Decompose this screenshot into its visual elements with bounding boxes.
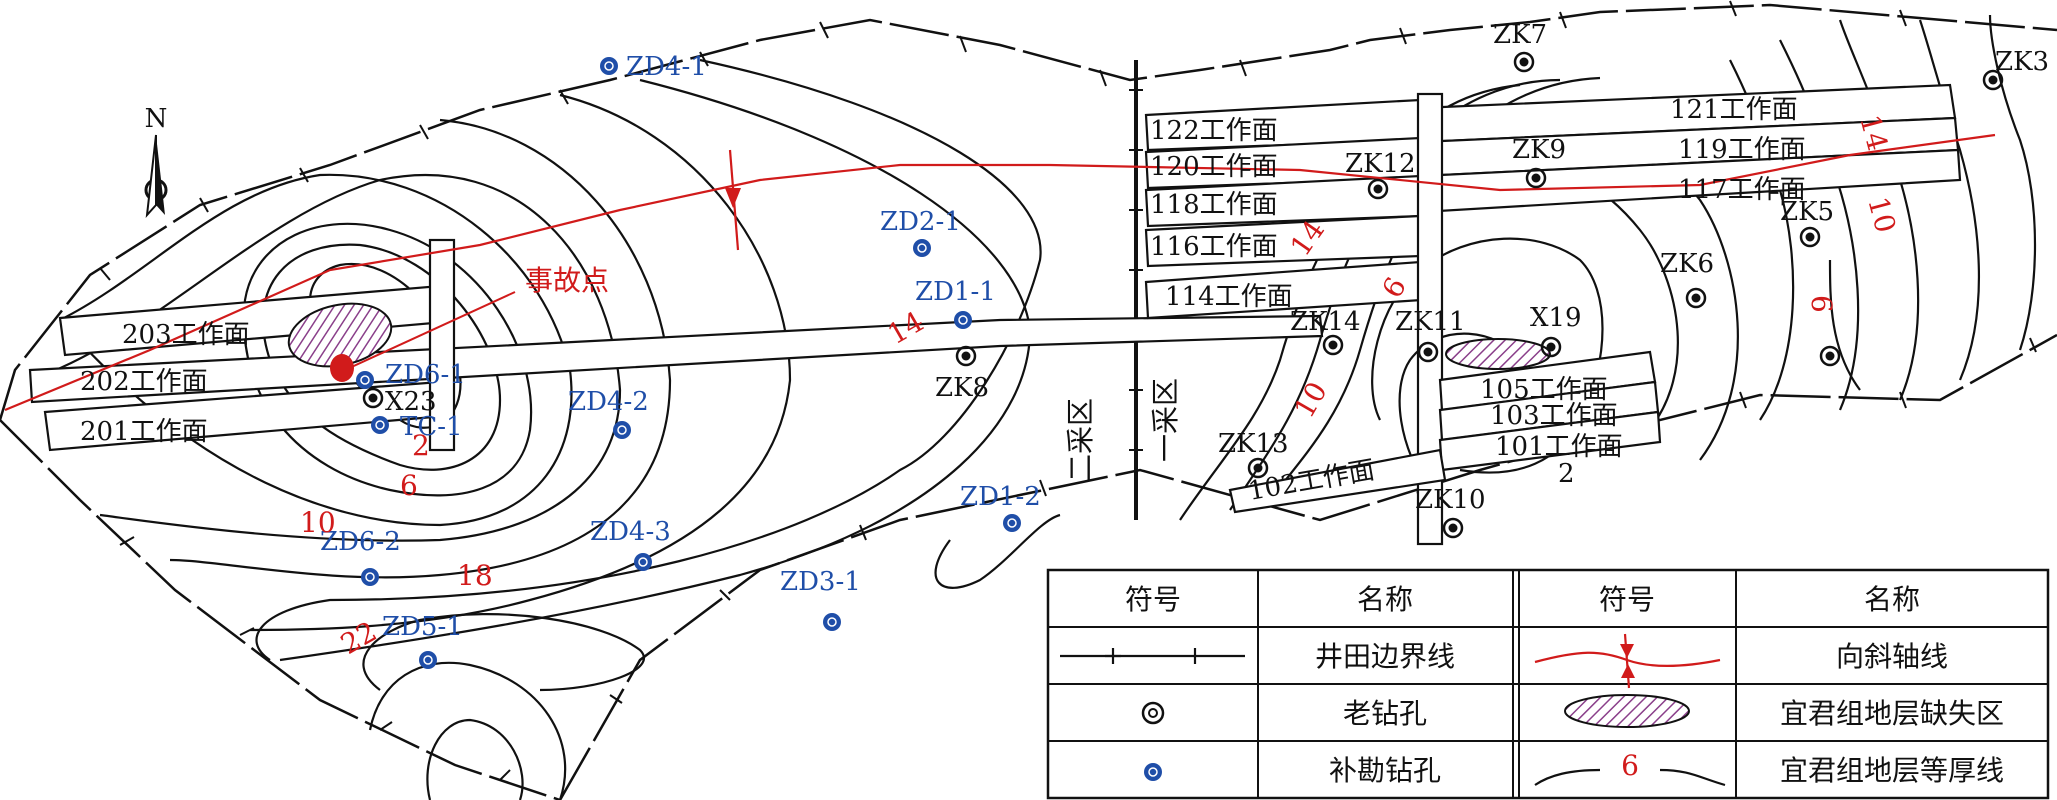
hole-label-zk8: ZK8 — [935, 373, 989, 403]
hole-label-zd5-1: ZD5-1 — [382, 612, 463, 642]
legend-header-name-2: 名称 — [1864, 583, 1920, 616]
contour-label-18: 18 — [457, 559, 493, 592]
face-label-203: 203工作面 — [122, 320, 250, 350]
face-label-121: 121工作面 — [1670, 95, 1798, 125]
legend-syncline-icon — [1534, 633, 1721, 689]
hole-label-zd4-3: ZD4-3 — [590, 517, 671, 547]
hole-label-zk6: ZK6 — [1660, 249, 1714, 279]
legend-isopach-icon — [1534, 768, 1726, 787]
face-label-120: 120工作面 — [1150, 152, 1278, 182]
accident-label: 事故点 — [525, 264, 609, 297]
legend-header-symbol-1: 符号 — [1125, 583, 1181, 616]
isopach-contours-west — [29, 58, 1061, 800]
legend-new-hole-icon — [1143, 762, 1163, 782]
hole-label-x19: X19 — [1530, 303, 1582, 333]
hole-label-zk7: ZK7 — [1493, 20, 1547, 50]
contour-label-10-west: 10 — [300, 506, 336, 539]
legend-boundary: 井田边界线 — [1315, 640, 1455, 673]
face-label-118: 118工作面 — [1150, 190, 1278, 220]
legend: 符号 名称 符号 名称 井田边界线 老钻孔 补勘钻孔 向斜轴线 宜君组 — [1046, 568, 2050, 800]
hole-label-zk10: ZK10 — [1415, 485, 1486, 515]
hole-label-zd4-1: ZD4-1 — [626, 52, 707, 82]
north-arrow: N — [144, 104, 168, 218]
legend-isopach: 宜君组地层等厚线 — [1780, 754, 2004, 787]
working-faces-west — [28, 238, 1324, 452]
hole-label-zd6-2: ZD6-2 — [320, 527, 401, 557]
contour-label-6-west: 6 — [400, 469, 418, 502]
face-label-116: 116工作面 — [1150, 232, 1278, 262]
face-202 — [28, 314, 1324, 404]
face-label-202: 202工作面 — [80, 367, 208, 397]
face-102 — [1228, 448, 1447, 514]
legend-header-symbol-2: 符号 — [1599, 583, 1655, 616]
face-column-west — [428, 238, 456, 452]
hole-label-zk14: ZK14 — [1290, 307, 1361, 337]
hole-label-zd1-2: ZD1-2 — [960, 482, 1041, 512]
contour-label-10-mid: 10 — [1287, 376, 1333, 423]
missing-zone-east — [1445, 338, 1551, 370]
contour-label-2-east: 2 — [1558, 459, 1575, 489]
face-label-201: 201工作面 — [80, 417, 208, 447]
face-labels: 203工作面 202工作面 201工作面 122工作面 120工作面 118工作… — [80, 95, 1806, 507]
hole-label-zd3-1: ZD3-1 — [780, 567, 861, 597]
hole-label-zd2-1: ZD2-1 — [880, 207, 961, 237]
hole-label-x23: X23 — [385, 387, 437, 417]
hole-label-tc1: TC-1 — [400, 412, 463, 442]
zone-label-first: 一采区 — [1149, 378, 1182, 462]
legend-missing-zone-icon — [1564, 694, 1690, 728]
syncline-axis — [4, 133, 1996, 412]
hole-label-zd1-1: ZD1-1 — [915, 277, 996, 307]
contour-4 — [261, 243, 502, 471]
contour-18 — [255, 58, 1042, 661]
face-label-103: 103工作面 — [1490, 401, 1618, 431]
hole-label-zk3: ZK3 — [1995, 47, 2049, 77]
face-label-117: 117工作面 — [1678, 175, 1806, 205]
boundary-ticks — [99, 0, 2037, 781]
legend-old-hole-icon — [1141, 701, 1165, 725]
contour-24 — [426, 718, 524, 800]
hole-label-zd6-1: ZD6-1 — [385, 360, 466, 390]
legend-header-name-1: 名称 — [1357, 583, 1413, 616]
hole-label-zk11: ZK11 — [1395, 307, 1466, 337]
hole-label-zk12: ZK12 — [1345, 149, 1416, 179]
hole-label-zk13: ZK13 — [1218, 429, 1289, 459]
north-label: N — [145, 104, 168, 134]
contour-label-22: 22 — [335, 615, 382, 661]
hole-label-zk9: ZK9 — [1512, 135, 1566, 165]
contour-6 — [242, 222, 533, 497]
contour-label-2-west: 2 — [412, 429, 430, 462]
contour-14 — [249, 93, 792, 632]
old-boreholes: X23 ZK8 ZK7 ZK3 ZK12 ZK9 ZK5 ZK6 ZK14 ZK… — [362, 20, 2049, 539]
face-label-119: 119工作面 — [1678, 135, 1806, 165]
accident-point-marker — [330, 354, 354, 382]
face-label-105: 105工作面 — [1480, 375, 1608, 405]
contour-label-6-east: 6 — [1805, 295, 1838, 313]
legend-old-hole: 老钻孔 — [1343, 697, 1427, 730]
legend-isopach-sample: 6 — [1621, 749, 1639, 782]
supplementary-boreholes: ZD4-1 ZD2-1 ZD1-1 ZD6-1 TC-1 ZD4-2 ZD1-2… — [320, 52, 1041, 670]
face-label-101: 101工作面 — [1495, 432, 1623, 462]
zone-label-second: 二采区 — [1064, 398, 1097, 482]
legend-syncline: 向斜轴线 — [1836, 640, 1948, 673]
contour-label-10-east: 10 — [1861, 193, 1902, 236]
legend-new-hole: 补勘钻孔 — [1329, 754, 1441, 787]
working-faces-east — [1144, 83, 1962, 546]
contour-22 — [368, 661, 567, 800]
face-label-122: 122工作面 — [1150, 116, 1278, 146]
mine-boundary — [0, 3, 2057, 800]
legend-missing-zone: 宜君组地层缺失区 — [1780, 697, 2004, 730]
contour-12 — [169, 118, 672, 579]
contour-16 — [279, 78, 1032, 662]
contour-20 — [362, 613, 645, 692]
face-label-114: 114工作面 — [1165, 282, 1293, 312]
hole-label-zk5: ZK5 — [1780, 197, 1834, 227]
accident-pointer — [344, 291, 516, 371]
hole-label-zd4-2: ZD4-2 — [568, 387, 649, 417]
